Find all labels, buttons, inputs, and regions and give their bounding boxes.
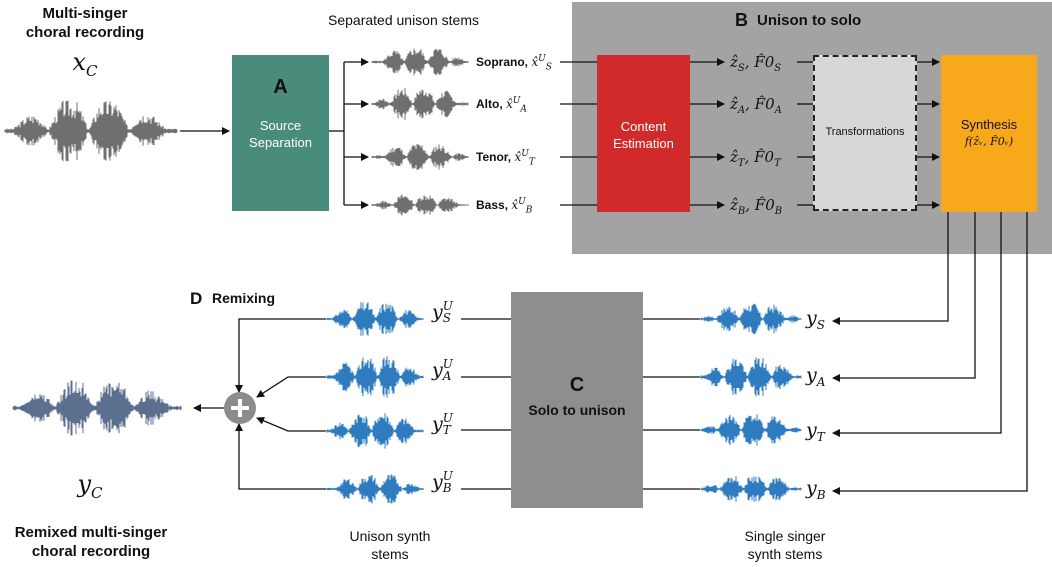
- alto-waveform: [371, 88, 469, 120]
- content-line2: Estimation: [613, 136, 674, 151]
- solo-output-soprano: yS: [806, 307, 825, 332]
- block-d-title: Remixing: [212, 290, 276, 306]
- solo-soprano-waveform: [700, 303, 802, 335]
- solo-tenor-waveform: [700, 414, 802, 446]
- solo-output-alto: yA: [806, 364, 826, 389]
- output-waveform: [12, 380, 182, 436]
- transformations-label: Transformations: [825, 126, 905, 138]
- tenor-waveform: [371, 144, 469, 170]
- bass-waveform: [371, 194, 469, 216]
- soprano-waveform: [371, 48, 469, 76]
- synthesis-box: [941, 55, 1037, 212]
- sum-node: [224, 392, 256, 424]
- output-caption-line2: choral recording: [31, 543, 151, 560]
- solo-caption-line1: Single singer: [744, 528, 826, 544]
- unison-bass-waveform: [326, 474, 424, 504]
- unison-tenor-waveform: [326, 413, 424, 449]
- block-d-letter: D: [190, 289, 203, 308]
- block-c-title: Solo to unison: [528, 402, 626, 418]
- alto-label: Alto, x̂UA: [476, 96, 527, 115]
- output-caption-line1: Remixed multi-singer: [14, 524, 168, 541]
- synthesis-formula: f(ẑᵥ, F̂0ᵥ): [964, 135, 1014, 148]
- block-a-line2: Separation: [249, 135, 312, 150]
- param-bass: ẑB, F̂0B: [730, 196, 783, 217]
- solo-alto-waveform: [700, 357, 802, 397]
- input-title-line1: Multi-singer: [42, 5, 128, 22]
- tenor-label: Tenor, x̂UT: [476, 149, 535, 168]
- param-soprano: ẑS, F̂0S: [730, 53, 782, 74]
- input-symbol: xC: [72, 48, 98, 80]
- content-line1: Content: [620, 119, 667, 134]
- soprano-label: Soprano, x̂US: [476, 54, 552, 73]
- separated-heading: Separated unison stems: [328, 12, 479, 28]
- output-symbol: yC: [77, 470, 103, 502]
- block-a-line1: Source: [259, 118, 302, 133]
- block-b-letter: B: [735, 10, 748, 30]
- solo-output-tenor: yT: [806, 419, 825, 444]
- input-title-line2: choral recording: [25, 24, 145, 41]
- solo-bass-waveform: [700, 476, 802, 502]
- source-separation-box: [232, 55, 329, 211]
- content-estimation-box: [597, 55, 690, 212]
- input-waveform: [4, 100, 178, 162]
- solo-caption-line2: synth stems: [747, 546, 823, 562]
- block-b-title: Unison to solo: [757, 12, 862, 29]
- unison-soprano-waveform: [326, 302, 424, 336]
- block-a-letter: A: [273, 76, 288, 98]
- block-c-letter: C: [569, 374, 585, 396]
- solo-to-unison-box: [511, 292, 643, 508]
- synthesis-title: Synthesis: [960, 117, 1018, 132]
- unison-caption-line2: stems: [371, 546, 409, 562]
- unison-alto-waveform: [326, 356, 424, 398]
- bass-label: Bass, x̂UB: [476, 197, 533, 216]
- param-tenor: ẑT, F̂0T: [730, 148, 781, 169]
- transformations-box: [813, 55, 917, 211]
- param-alto: ẑA, F̂0A: [730, 95, 782, 116]
- solo-output-bass: yB: [806, 477, 826, 502]
- unison-caption-line1: Unison synth: [349, 528, 431, 544]
